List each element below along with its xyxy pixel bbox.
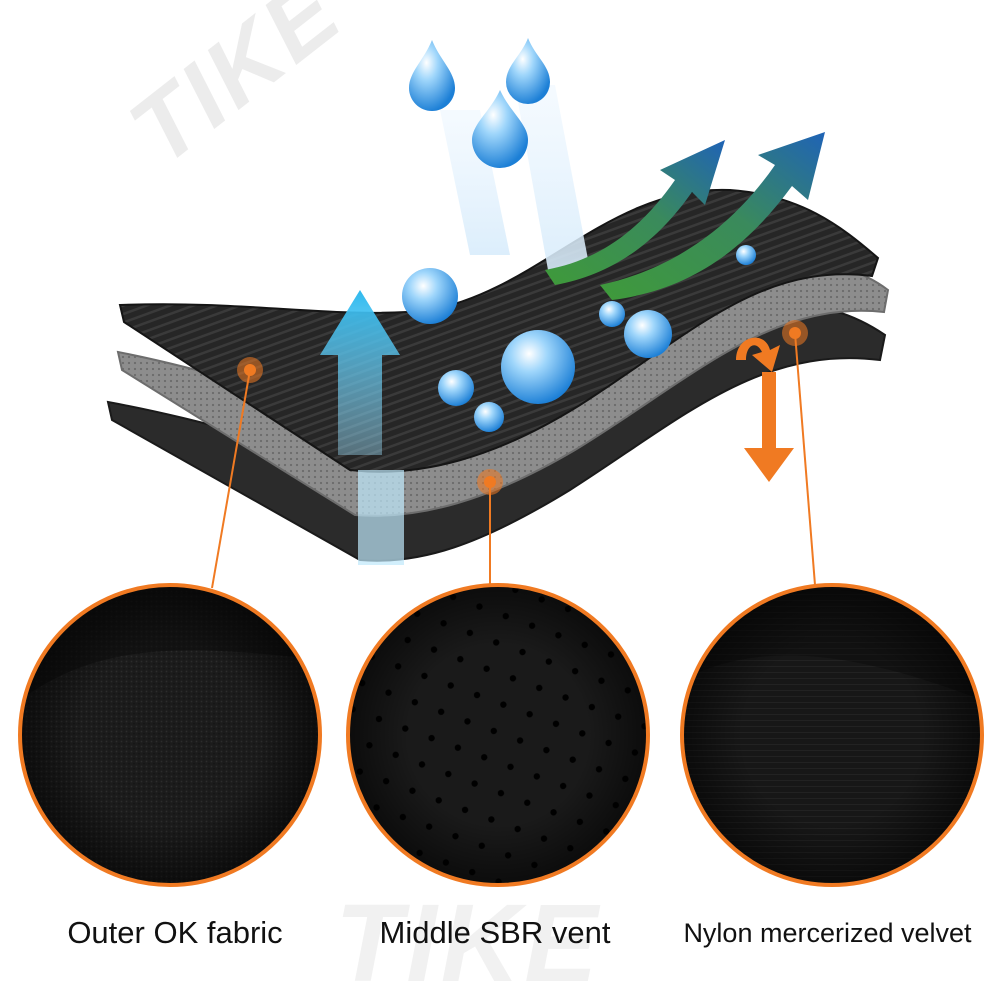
water-bead-icon xyxy=(402,268,458,324)
inner-leader-line xyxy=(794,332,816,586)
inner-fabric-closeup xyxy=(680,583,984,887)
water-drop-icon xyxy=(409,40,455,111)
outer-fabric-closeup xyxy=(18,583,322,887)
water-drop-icon xyxy=(472,90,528,168)
airflow-arrow-right xyxy=(600,132,825,300)
vapor-beam-right xyxy=(515,85,590,270)
inner-layer-label: Nylon mercerized velvet xyxy=(683,918,972,948)
middle-fabric-closeup xyxy=(346,583,650,887)
water-bead-icon xyxy=(599,301,625,327)
cyan-arrow-shaft-lower xyxy=(358,470,404,565)
stretch-curve-arrow xyxy=(736,337,780,372)
outer-leader-line xyxy=(211,369,251,589)
vapor-beam-left xyxy=(440,110,510,255)
water-bead-icon xyxy=(501,330,575,404)
outer-layer-label: Outer OK fabric xyxy=(67,915,283,950)
water-drop-icon xyxy=(506,38,550,104)
water-bead-icon xyxy=(736,245,756,265)
middle-layer-label: Middle SBR vent xyxy=(379,915,611,950)
cyan-up-arrow xyxy=(320,290,400,455)
water-bead-icon xyxy=(438,370,474,406)
stretch-vertical-arrow xyxy=(744,372,794,482)
airflow-arrow-left xyxy=(545,140,725,285)
water-bead-icon xyxy=(624,310,672,358)
water-bead-icon xyxy=(474,402,504,432)
